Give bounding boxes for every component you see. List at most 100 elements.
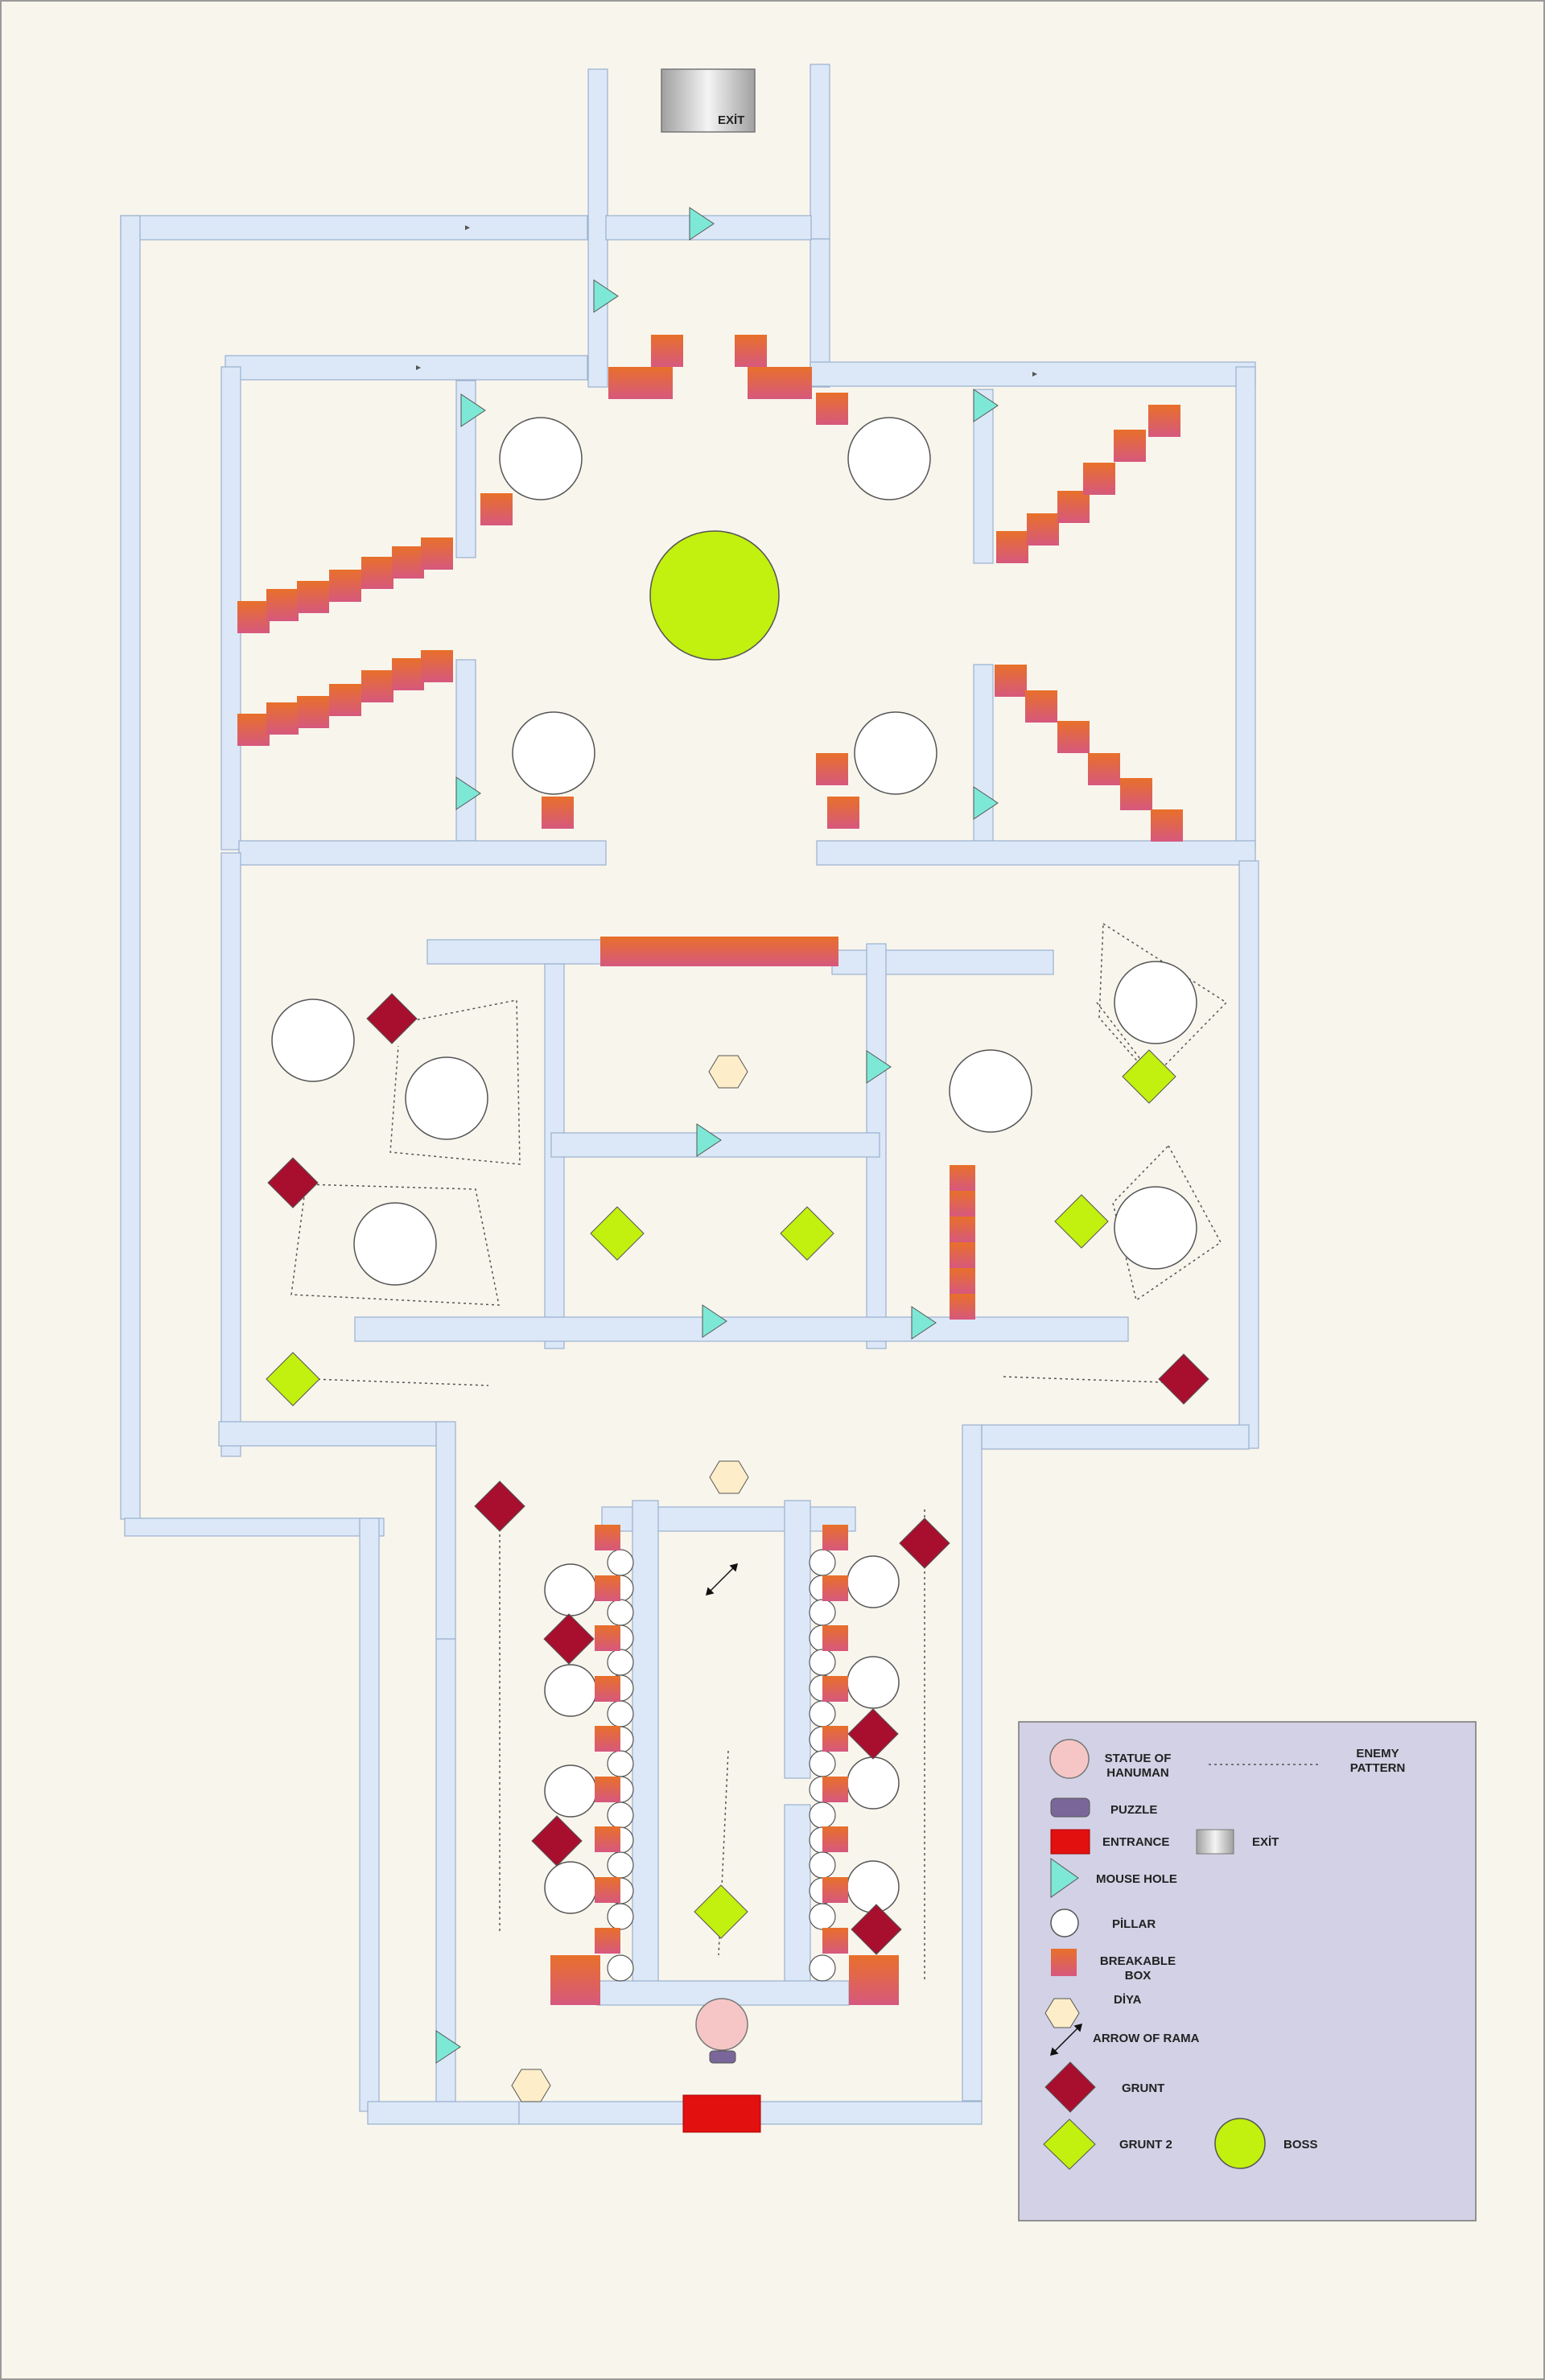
breakable-box xyxy=(392,546,424,579)
legend-entrance-label: ENTRANCE xyxy=(1102,1835,1169,1849)
wall xyxy=(587,68,608,388)
wall xyxy=(238,840,607,866)
diya-icon xyxy=(511,2069,551,2102)
pillar xyxy=(949,1049,1032,1133)
breakable-box xyxy=(542,797,574,829)
enemy-pattern xyxy=(290,1184,500,1306)
legend-statue-swatch xyxy=(1049,1739,1090,1779)
breakable-box xyxy=(421,650,453,682)
breakable-box xyxy=(822,1777,848,1802)
breakable-box xyxy=(329,570,361,602)
wall xyxy=(435,1421,456,1640)
grunt-2-icon xyxy=(590,1206,645,1261)
breakable-box xyxy=(595,1726,620,1752)
pillar xyxy=(809,1700,836,1727)
legend-diya-label: DİYA xyxy=(1114,1993,1142,2007)
mouse-hole-icon xyxy=(866,1050,892,1084)
wall xyxy=(218,1421,445,1447)
legend-exit-swatch xyxy=(1196,1829,1234,1855)
breakable-box xyxy=(719,937,749,966)
pillar xyxy=(809,1851,836,1879)
wall xyxy=(435,1638,456,2102)
breakable-boxes xyxy=(237,335,1183,2005)
wall xyxy=(962,1424,983,2102)
pillar xyxy=(607,1649,634,1676)
diya-icon xyxy=(708,1055,748,1089)
breakable-box xyxy=(809,937,838,966)
breakable-box xyxy=(816,753,848,785)
wall xyxy=(124,1517,385,1537)
pillar xyxy=(847,417,931,500)
breakable-box xyxy=(950,1217,975,1242)
breakable-box xyxy=(816,393,848,425)
breakable-box xyxy=(1057,491,1090,523)
breakable-box xyxy=(329,684,361,716)
breakable-box xyxy=(1151,809,1183,842)
breakable-box xyxy=(822,1625,848,1651)
breakable-box xyxy=(595,1877,620,1903)
grunt-icon xyxy=(847,1708,899,1760)
pillar xyxy=(847,1860,900,1913)
pillar xyxy=(405,1056,488,1140)
entrance xyxy=(682,2094,761,2133)
breakable-box xyxy=(297,581,329,613)
statue-of-hanuman xyxy=(695,1998,748,2051)
pillar xyxy=(544,1861,597,1914)
legend-grunt2-swatch xyxy=(1043,2119,1096,2170)
pillar xyxy=(353,1202,437,1286)
pillar xyxy=(544,1563,597,1616)
wall xyxy=(831,949,1054,975)
breakable-box xyxy=(822,1525,848,1550)
arrow-of-rama xyxy=(705,1563,739,1596)
mouse-hole-icon xyxy=(973,786,999,820)
breakable-box xyxy=(595,1928,620,1954)
grunts-2 xyxy=(266,1049,1176,1939)
breakable-box xyxy=(641,367,673,399)
pillar xyxy=(854,711,937,795)
legend-grunt-label: GRUNT xyxy=(1122,2081,1164,2095)
pillar xyxy=(809,1903,836,1930)
breakable-box xyxy=(749,937,779,966)
mouse-hole-icon xyxy=(593,279,619,313)
breakable-box xyxy=(392,658,424,690)
wall xyxy=(810,64,830,240)
breakable-box xyxy=(651,335,683,367)
breakable-box xyxy=(550,1955,600,2005)
enemy-pattern xyxy=(1112,1145,1222,1302)
grunt-2-icon xyxy=(1122,1049,1176,1104)
breakable-box xyxy=(595,1525,620,1550)
pillar xyxy=(809,1801,836,1829)
mouse-hole-icon xyxy=(911,1306,937,1340)
wall xyxy=(367,2101,520,2125)
grunt-icon xyxy=(543,1613,595,1665)
mouse-hole-icon xyxy=(702,1304,727,1338)
pillar xyxy=(607,1599,634,1626)
pillar xyxy=(809,1750,836,1777)
breakable-box xyxy=(735,335,767,367)
pillar xyxy=(271,999,355,1082)
breakable-box xyxy=(827,797,859,829)
corridor-marker-icon xyxy=(416,365,421,370)
mouse-hole-icon xyxy=(455,776,481,810)
breakable-box xyxy=(849,1955,899,2005)
wall xyxy=(359,1517,380,2112)
pillar xyxy=(607,1750,634,1777)
breakable-box xyxy=(690,937,719,966)
pillar xyxy=(607,1801,634,1829)
breakable-box xyxy=(595,1676,620,1702)
breakable-box xyxy=(595,1625,620,1651)
breakable-box xyxy=(266,589,299,621)
enemy-pattern xyxy=(1003,1376,1164,1383)
grunt-icon xyxy=(531,1815,583,1867)
pillar xyxy=(544,1764,597,1818)
breakable-box xyxy=(297,696,329,728)
pillar xyxy=(809,1954,836,1982)
wall xyxy=(225,355,588,381)
breakable-box xyxy=(595,1575,620,1601)
legend-boss-swatch xyxy=(1214,2118,1266,2169)
wall xyxy=(354,1316,1129,1342)
wall xyxy=(455,659,476,842)
